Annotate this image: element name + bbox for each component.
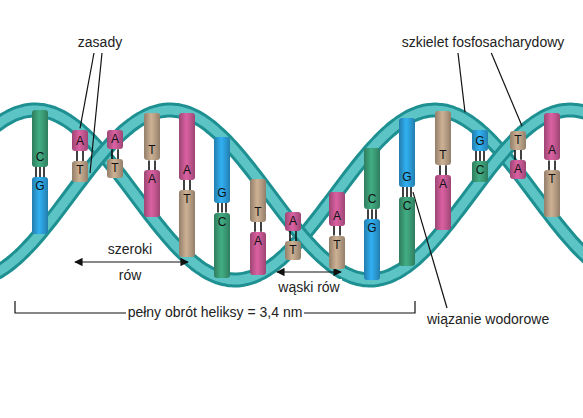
nucleotide-base: T [510, 131, 526, 150]
nucleotide-base: A [435, 175, 451, 230]
base-letter: A [439, 178, 447, 191]
nucleotide-base: A [285, 212, 301, 231]
base-letter: T [254, 206, 261, 219]
label: szeroki rów [97, 236, 163, 288]
hydrogen-bond [218, 203, 226, 213]
base-letter: T [111, 162, 118, 175]
hydrogen-bond [184, 180, 190, 190]
hydrogen-bond [255, 222, 261, 232]
hydrogen-bond [334, 226, 340, 236]
nucleotide-base: T [250, 179, 266, 222]
leader-line [90, 53, 102, 173]
base-letter: C [218, 216, 227, 229]
base-letter: A [254, 235, 262, 248]
hydrogen-bond [403, 187, 411, 197]
hydrogen-bond [290, 231, 296, 241]
hydrogen-bond [149, 160, 155, 170]
nucleotide-base: T [329, 236, 345, 269]
base-letter: A [76, 135, 84, 148]
leader-line [491, 53, 522, 126]
base-letter: A [148, 173, 156, 186]
nucleotide-base: T [179, 190, 195, 257]
label: wiązanie wodorowe [425, 311, 551, 328]
hydrogen-bond [36, 167, 44, 177]
base-letter: A [514, 163, 522, 176]
nucleotide-base: A [544, 113, 560, 160]
helix-strand-highlight [0, 110, 583, 280]
nucleotide-base: G [399, 118, 415, 187]
nucleotide-base: C [364, 148, 380, 209]
nucleotide-base: C [472, 161, 488, 182]
base-letter: A [183, 164, 191, 177]
nucleotide-base: A [144, 170, 160, 217]
nucleotide-base: A [510, 160, 526, 179]
nucleotide-base: G [32, 177, 48, 234]
label: zasady [76, 34, 124, 51]
leader-line [80, 53, 94, 128]
nucleotide-base: G [472, 130, 488, 151]
nucleotide-base: G [214, 137, 230, 203]
groove-arrow [277, 271, 341, 272]
base-letter: G [475, 135, 484, 148]
base-letter: T [439, 149, 446, 162]
base-letter: C [403, 200, 412, 213]
base-letter: A [333, 210, 341, 223]
hydrogen-bond [515, 150, 521, 160]
nucleotide-base: C [399, 197, 415, 266]
base-letter: T [514, 134, 521, 147]
leader-line [458, 53, 465, 112]
base-letter: T [548, 173, 555, 186]
nucleotide-base: A [179, 113, 195, 180]
nucleotide-base: A [329, 192, 345, 225]
nucleotide-base: A [250, 232, 266, 275]
nucleotide-base: C [32, 110, 48, 167]
base-letter: G [402, 171, 411, 184]
hydrogen-bond [476, 151, 484, 161]
hydrogen-bond [440, 165, 446, 175]
nucleotide-base: T [285, 241, 301, 260]
hydrogen-bond [77, 151, 83, 161]
groove-arrow [75, 261, 188, 262]
nucleotide-base: T [107, 159, 123, 178]
nucleotide-base: T [72, 161, 88, 182]
base-letter: C [368, 193, 377, 206]
helix-strand [0, 110, 583, 280]
base-letter: T [289, 244, 296, 257]
hydrogen-bond [112, 149, 118, 159]
nucleotide-base: T [144, 113, 160, 160]
nucleotide-base: T [544, 170, 560, 217]
label: szkielet fosfosacharydowy [400, 34, 567, 51]
base-letter: G [217, 187, 226, 200]
base-letter: T [76, 164, 83, 177]
base-letter: T [333, 239, 340, 252]
nucleotide-base: T [435, 111, 451, 166]
nucleotide-base: A [72, 130, 88, 151]
hydrogen-bond [368, 209, 376, 219]
label: pełny obrót heliksy = 3,4 nm [126, 304, 305, 321]
helix-strand-highlight [0, 110, 583, 280]
base-letter: A [548, 144, 556, 157]
base-letter: C [36, 151, 45, 164]
base-letter: A [111, 133, 119, 146]
base-letter: G [367, 222, 376, 235]
base-letter: T [183, 193, 190, 206]
label: wąski rów [276, 279, 341, 296]
nucleotide-base: C [214, 213, 230, 279]
nucleotide-base: A [107, 130, 123, 149]
base-letter: A [289, 215, 297, 228]
base-letter: C [476, 164, 485, 177]
nucleotide-base: G [364, 219, 380, 280]
hydrogen-bond [549, 160, 555, 170]
base-letter: G [35, 180, 44, 193]
helix-strand [0, 110, 583, 280]
base-letter: T [148, 144, 155, 157]
